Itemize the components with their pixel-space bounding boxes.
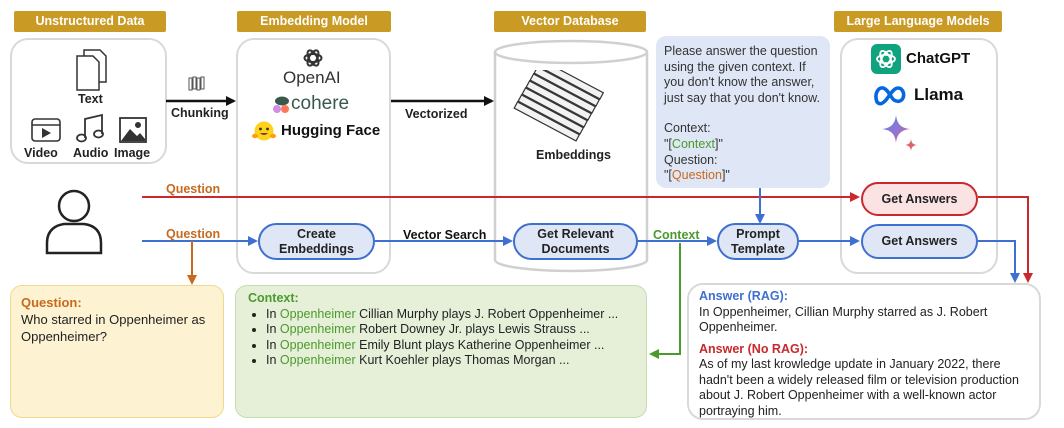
image-icon — [119, 117, 147, 143]
prompt-question-value: "[Question]" — [664, 168, 730, 183]
header-embedding-model: Embedding Model — [237, 11, 391, 32]
context-list: In Oppenheimer Cillian Murphy plays J. R… — [248, 307, 634, 369]
prompt-context-value: "[Context]" — [664, 136, 723, 151]
embeddings-label: Embeddings — [536, 148, 612, 162]
text-documents-icon — [76, 49, 107, 91]
context-item: In Oppenheimer Emily Blunt plays Katheri… — [266, 338, 634, 354]
question-box-text: Who starred in Oppenheimer as Oppenheime… — [21, 312, 206, 344]
prompt-template-note: Please answer the question using the giv… — [656, 36, 830, 188]
header-large-language-models: Large Language Models — [834, 11, 1002, 32]
get-answers-pill-top: Get Answers — [861, 182, 978, 216]
vector-search-label: Vector Search — [403, 228, 487, 242]
text-label: Text — [78, 92, 103, 106]
vectorized-label: Vectorized — [405, 107, 468, 121]
prompt-instruction: Please answer the question using the giv… — [664, 44, 820, 105]
video-icon — [31, 118, 61, 142]
prompt-question-label: Question: — [664, 152, 718, 167]
context-box: Context: In Oppenheimer Cillian Murphy p… — [235, 285, 647, 418]
openai-logo-icon — [303, 49, 323, 67]
hugging-face-logo-icon — [252, 121, 276, 141]
context-item: In Oppenheimer Kurt Koehler plays Thomas… — [266, 353, 634, 369]
question-box: Question: Who starred in Oppenheimer as … — [10, 285, 224, 418]
context-item: In Oppenheimer Robert Downey Jr. plays L… — [266, 322, 634, 338]
embeddings-stack-icon — [513, 70, 605, 142]
answer-norag-text: As of my last krowledge update in Januar… — [699, 357, 1019, 418]
question-label-top: Question — [166, 182, 221, 196]
audio-label: Audio — [73, 146, 109, 160]
chatgpt-logo-icon — [871, 44, 901, 74]
cohere-label: cohere — [291, 93, 350, 114]
llama-label: Llama — [914, 85, 964, 104]
header-unstructured-data: Unstructured Data — [14, 11, 166, 32]
question-box-label: Question: — [21, 295, 82, 310]
answer-rag-label: Answer (RAG): — [699, 289, 788, 303]
chunking-label: Chunking — [171, 106, 229, 120]
chatgpt-label: ChatGPT — [906, 50, 971, 67]
chunks-icon — [188, 76, 205, 91]
user-icon — [45, 189, 103, 255]
answer-box: Answer (RAG): In Oppenheimer, Cillian Mu… — [687, 283, 1041, 420]
gemini-logo-icon — [882, 115, 917, 151]
context-item: In Oppenheimer Cillian Murphy plays J. R… — [266, 307, 634, 323]
question-label-mid: Question — [166, 227, 221, 241]
header-vector-database: Vector Database — [494, 11, 646, 32]
image-label: Image — [114, 146, 151, 160]
music-note-icon — [76, 113, 104, 143]
meta-logo-icon — [874, 86, 906, 106]
openai-label: OpenAI — [283, 68, 341, 87]
get-answers-pill-mid: Get Answers — [861, 224, 978, 259]
cohere-logo-icon — [273, 96, 289, 113]
answer-rag-text: In Oppenheimer, Cillian Murphy starred a… — [699, 304, 988, 335]
prompt-context-label: Context: — [664, 121, 711, 136]
context-arrow-label: Context — [653, 228, 700, 242]
video-label: Video — [24, 146, 58, 160]
hugging-face-label: Hugging Face — [281, 122, 381, 139]
context-box-label: Context: — [248, 291, 299, 305]
answer-norag-label: Answer (No RAG): — [699, 341, 809, 356]
